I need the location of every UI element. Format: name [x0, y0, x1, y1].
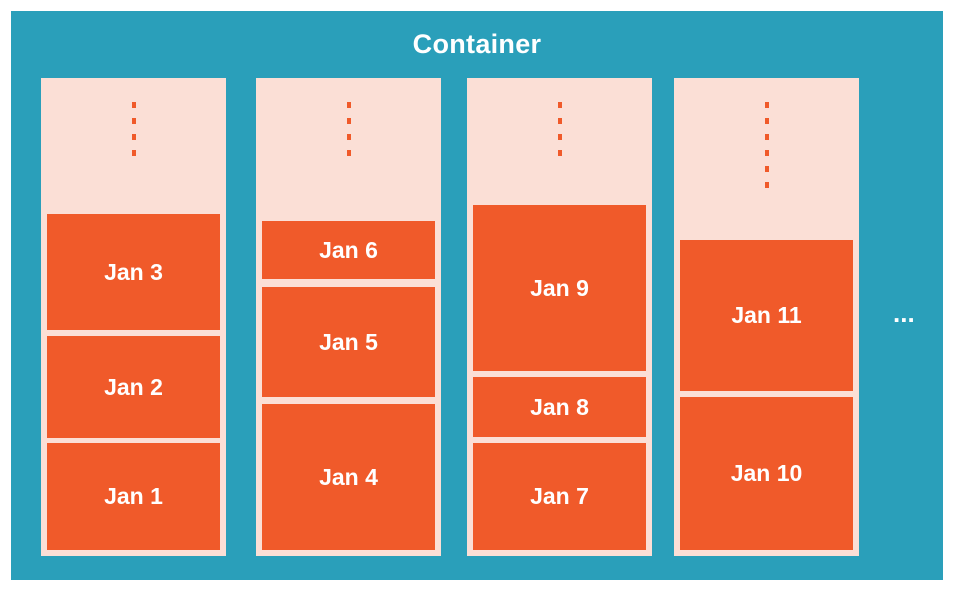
block: Jan 8	[473, 377, 646, 437]
column-4: Jan 11 Jan 10	[674, 78, 859, 556]
block: Jan 1	[47, 443, 220, 550]
column-3: Jan 9 Jan 8 Jan 7	[467, 78, 652, 556]
container-title: Container	[412, 29, 542, 59]
block: Jan 5	[262, 287, 435, 397]
continuation-dots	[131, 102, 136, 166]
container: Container Jan 3 Jan 2 Jan 1 Jan 6 Jan 5 …	[11, 11, 943, 580]
block: Jan 3	[47, 214, 220, 330]
block: Jan 4	[262, 404, 435, 550]
block: Jan 6	[262, 221, 435, 279]
column-2: Jan 6 Jan 5 Jan 4	[256, 78, 441, 556]
continuation-dots	[346, 102, 351, 166]
continuation-dots	[557, 102, 562, 166]
block: Jan 2	[47, 336, 220, 438]
continuation-dots	[764, 102, 769, 198]
block: Jan 11	[680, 240, 853, 391]
more-indicator: ...	[893, 298, 915, 328]
block: Jan 9	[473, 205, 646, 371]
block: Jan 7	[473, 443, 646, 550]
block: Jan 10	[680, 397, 853, 550]
column-1: Jan 3 Jan 2 Jan 1	[41, 78, 226, 556]
